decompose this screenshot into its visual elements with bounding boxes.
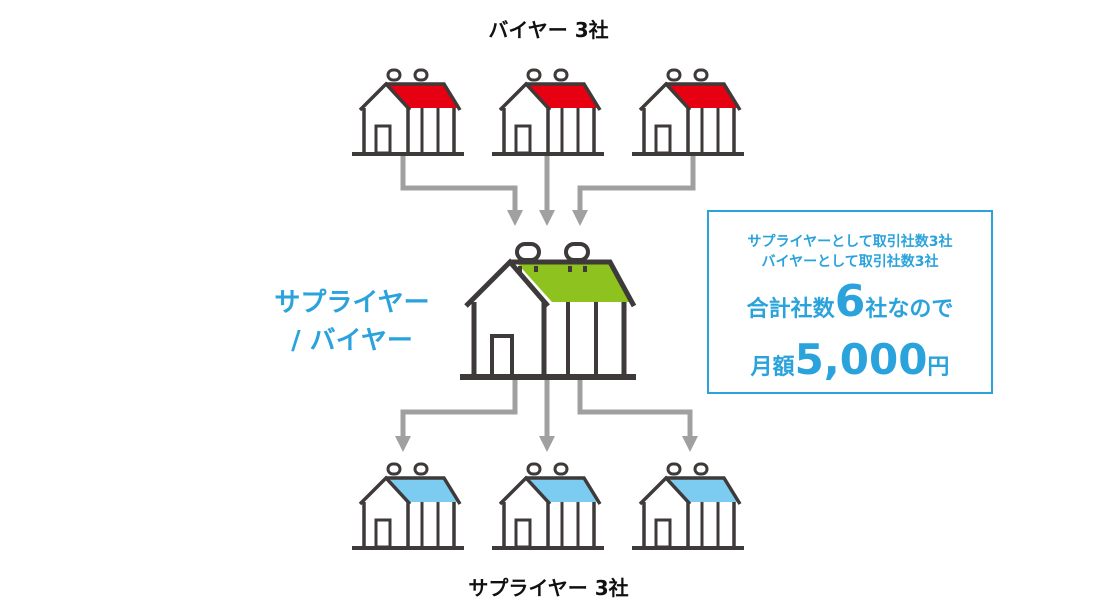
pricing-info-box: サプライヤーとして取引社数3社 バイヤーとして取引社数3社 合計社数6社なので … (707, 210, 993, 394)
supplier-house-2 (490, 462, 606, 550)
arrows-buyers-to-center (400, 156, 696, 227)
suppliers-count-label: サプライヤー 3社 (0, 572, 1097, 601)
arrow-supplier-1 (394, 380, 518, 453)
supplier-house-3 (630, 462, 746, 550)
buyer-house-3 (630, 68, 746, 156)
supplier-count-line: サプライヤーとして取引社数3社 (747, 234, 953, 250)
arrow-supplier-3 (577, 380, 699, 453)
monthly-fee-currency: 円 (927, 355, 950, 380)
suppliers-count-text: サプライヤー 3社 (468, 576, 629, 600)
total-count-number: 6 (834, 276, 866, 327)
center-role-line1: サプライヤー (274, 288, 430, 318)
buyer-house-1 (350, 68, 466, 156)
buyers-count-label: バイヤー 3社 (0, 14, 1097, 43)
arrows-center-to-suppliers (394, 380, 699, 453)
monthly-fee-line: 月額5,000円 (709, 334, 991, 395)
buyer-house-2 (490, 68, 606, 156)
supplier-house-1 (350, 462, 466, 550)
monthly-fee-amount: 5,000 (794, 335, 928, 384)
total-count-suffix: 社なので (865, 297, 954, 322)
center-role-label: サプライヤー / バイヤー (262, 284, 442, 360)
center-house (460, 242, 637, 380)
monthly-fee-prefix: 月額 (750, 355, 795, 380)
buyer-count-line: バイヤーとして取引社数3社 (761, 254, 939, 270)
center-role-line2: / バイヤー (291, 326, 413, 356)
total-count-line: 合計社数6社なので (709, 278, 991, 335)
buyers-count-text: バイヤー 3社 (488, 18, 609, 42)
arrow-buyer-1 (400, 156, 524, 227)
arrow-buyer-3 (571, 156, 696, 227)
total-count-prefix: 合計社数 (746, 297, 835, 322)
